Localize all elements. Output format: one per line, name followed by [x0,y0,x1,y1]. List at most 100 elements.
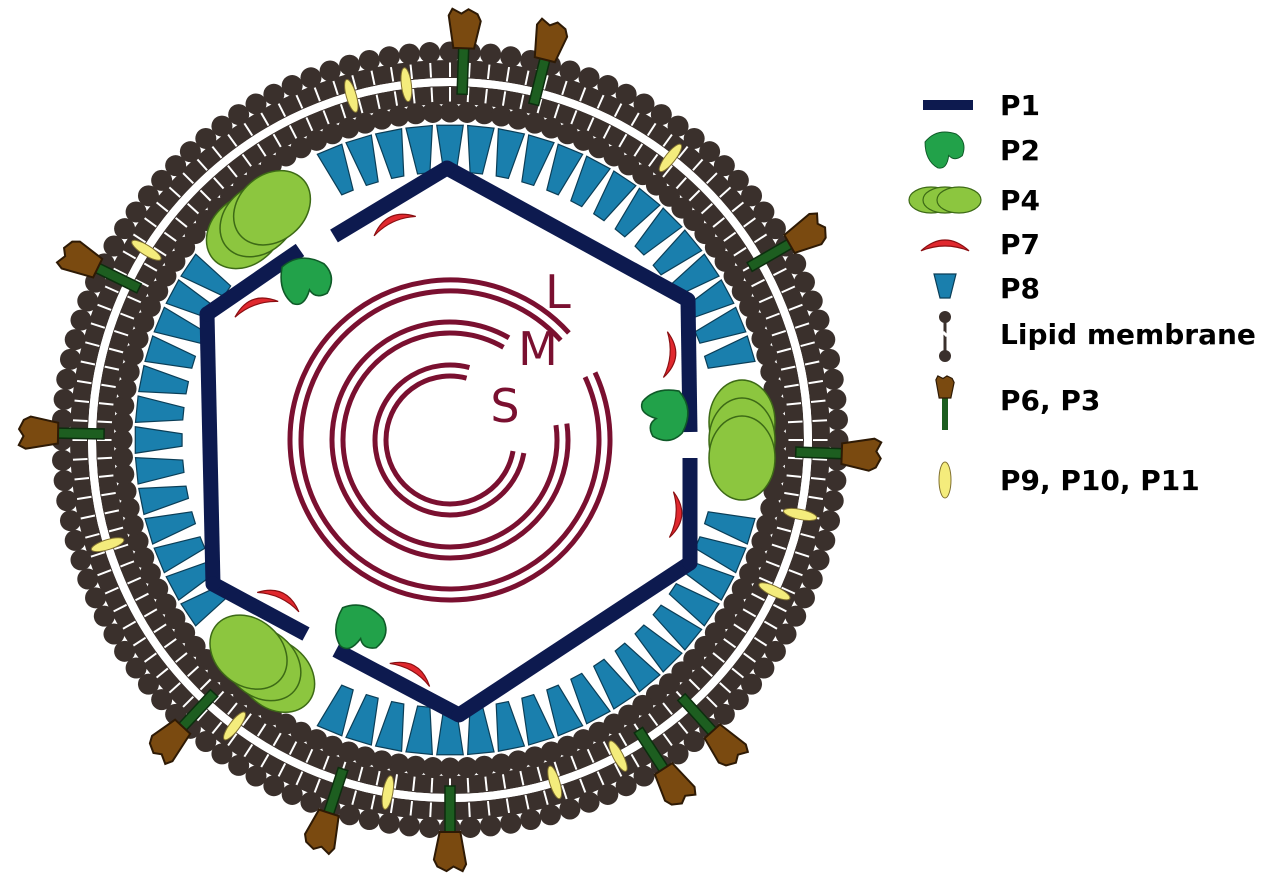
lipid-tail [794,322,810,329]
lipid-head [56,490,78,512]
lipid-tail [389,798,395,814]
lipid-tail [288,125,298,140]
legend-item-p6p3: P6, P3 [935,375,1100,430]
lipid-tail [143,217,157,228]
lipid-tail [241,712,253,727]
lipid-head [127,328,149,350]
lipid-tail [96,569,112,577]
lipid-tail [213,690,225,703]
lipid-tail [120,560,135,568]
lipid-head [354,746,376,768]
lipid-tail [90,551,106,558]
lipid-tail [561,784,568,800]
lipid-head [85,587,107,609]
lipid-tail [409,63,414,80]
p3-stalk [794,446,843,460]
lipid-head [53,388,75,410]
lipid-tail [199,678,212,691]
lipid-tail [375,94,381,110]
lipid-tail [722,637,737,649]
lipid-tail [786,474,802,478]
lipid-tail [72,457,88,461]
lipid-tail [542,74,549,90]
lipid-head [354,112,376,134]
p6-p3-spike [55,240,143,294]
lipid-head [321,735,343,757]
lipid-head [793,271,815,293]
lipid-tail [800,532,816,539]
rna-strand-S [372,362,527,518]
p8-trapezoid [652,229,703,276]
p1-core-segment [680,299,698,433]
lipid-tail [772,267,788,277]
lipid-tail [313,778,321,794]
lipid-tail [122,620,137,630]
lipid-tail [163,637,178,649]
lipid-head [245,93,267,115]
lipid-tail [277,102,287,118]
lipid-tail [731,201,745,213]
p8-trapezoid [592,170,637,222]
lipid-head [741,185,763,207]
lipid-head [745,547,767,569]
p1-core [199,160,698,723]
lipid-tail [602,125,612,140]
lipid-head [118,497,140,519]
lipid-head [540,117,562,139]
p1-core-vertex [682,555,698,571]
p6-head [653,761,697,806]
lipid-tail [505,798,511,814]
lipid-head [500,812,522,834]
lipid-tail [675,177,687,190]
lipid-tail [393,773,399,789]
lipid-tail [322,110,330,125]
lipid-tail [351,74,358,90]
lipid-tail [776,526,792,533]
lipid-head [245,765,267,787]
lipid-tail [295,94,304,109]
lipid-head [756,514,778,536]
lipid-head [133,547,155,569]
lipid-head [111,412,133,434]
p4-subunit [708,415,776,501]
lipid-tail [700,665,713,677]
lipid-tail [256,143,267,158]
p8-trapezoid [134,426,183,454]
lipid-head [699,141,721,163]
lipid-head [633,93,655,115]
lipid-tail [719,682,732,694]
lipid-tail [227,133,238,147]
lipid-tail [602,740,612,755]
lipid-tail [732,246,747,257]
lipid-tail [108,526,124,533]
lipid-tail [108,347,124,354]
lipid-head [211,115,233,137]
p4-subunit [232,169,312,246]
lipid-head [713,703,735,725]
rna-strand-M [329,319,571,561]
lipid-tail [241,153,253,168]
lipid-head [751,530,773,552]
p9-p10-p11-protein [658,143,683,173]
lipid-tail [260,753,270,768]
lipid-head [111,429,133,451]
lipid-tail [812,419,828,423]
lipid-tail [501,773,507,789]
lipid-tail [97,456,113,460]
p1-core-segment [332,643,463,722]
lipid-tail [705,695,718,708]
lipid-tail [712,651,725,663]
lipid-head [195,731,217,753]
p6-head [783,212,827,255]
lipid-tail [127,295,142,304]
p8-trapezoid [374,128,405,180]
p4-hexamer-icon [908,186,982,214]
lipid-tail [705,172,718,185]
lipid-head [814,529,836,551]
p8-trapezoid [614,642,661,693]
lipid-head [557,735,579,757]
lipid-head [371,108,393,130]
lipid-head [559,798,581,820]
lipid-head [540,741,562,763]
lipid-tail [73,476,90,481]
